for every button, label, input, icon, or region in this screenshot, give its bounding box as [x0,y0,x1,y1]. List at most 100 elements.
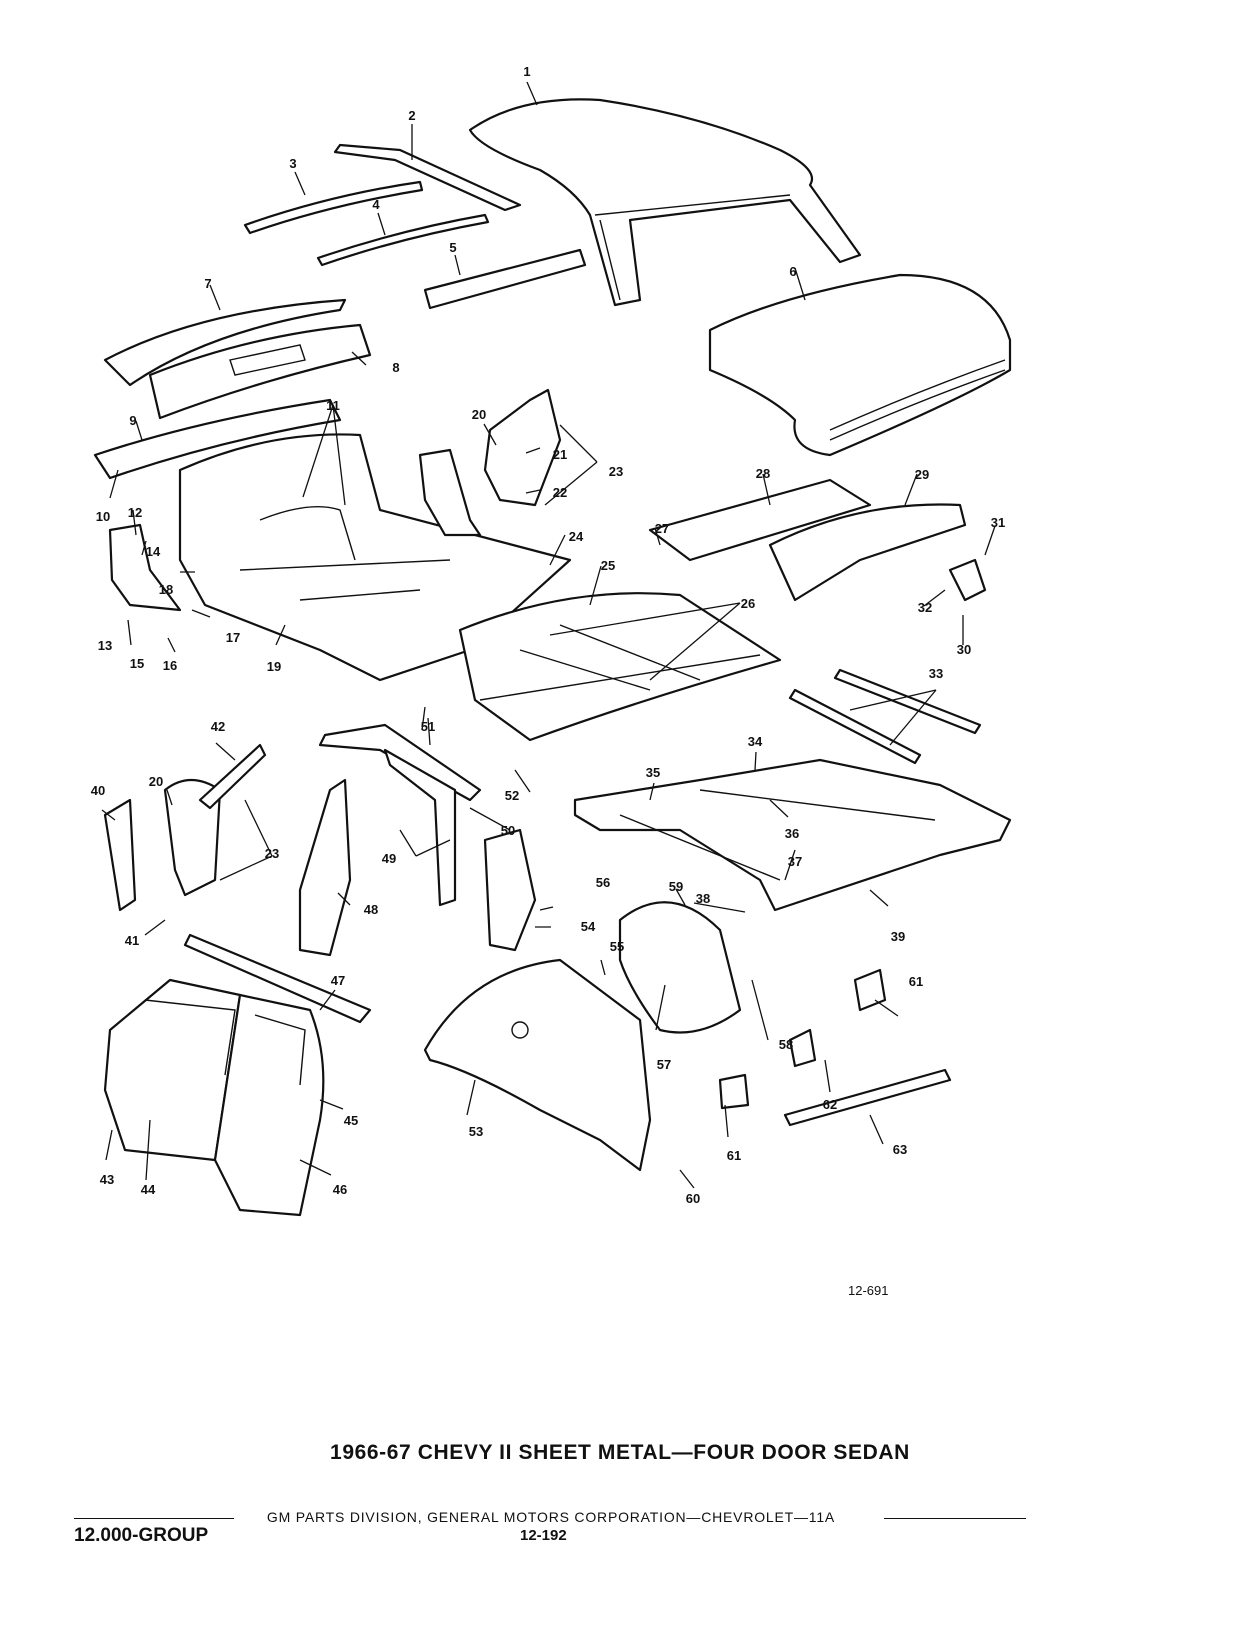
callout-22: 22 [553,485,567,500]
rear-door [213,993,325,1217]
figure-number: 12-691 [848,1283,889,1298]
leader-lines [101,81,996,1189]
callout-13: 13 [98,638,112,653]
callout-15: 15 [130,656,144,671]
callout-43: 43 [100,1172,114,1187]
callout-52: 52 [505,788,519,803]
roof-side-rail-42 [198,743,267,810]
callout-24: 24 [569,529,584,544]
sill-plate-63 [783,1068,952,1127]
callout-32: 32 [918,600,932,615]
roof-panel [468,98,862,307]
callout-7: 7 [204,276,211,291]
inner-wheelhouse [618,901,742,1034]
callout-20b: 20 [149,774,163,789]
callout-2: 2 [408,108,415,123]
callout-21: 21 [553,447,567,462]
callout-20a: 20 [472,407,486,422]
callout-14: 14 [146,544,161,559]
callout-47: 47 [331,973,345,988]
rocker-rail-inner [788,688,922,765]
quarter-inner-49 [383,748,457,907]
callout-30: 30 [957,642,971,657]
bracket-61b [718,1073,750,1110]
callout-18: 18 [159,582,173,597]
callout-19: 19 [267,659,281,674]
center-pillar-brace [418,448,482,537]
callout-38: 38 [696,891,710,906]
callout-39: 39 [891,929,905,944]
callout-numbers: 1 2 3 4 5 6 7 8 9 10 11 12 13 14 15 16 1… [91,64,1005,1206]
cowl-vent [93,398,342,480]
callout-57: 57 [657,1057,671,1072]
callout-48: 48 [364,902,378,917]
callout-12: 12 [128,505,142,520]
callout-53: 53 [469,1124,483,1139]
rear-floor-pan [458,592,782,742]
rear-shelf [648,478,872,562]
roof-rail-2 [333,143,522,212]
callout-16: 16 [163,658,177,673]
callout-3: 3 [289,156,296,171]
rear-frame [573,758,1012,912]
callout-6: 6 [789,264,796,279]
callout-37: 37 [788,854,802,869]
rear-quarter-panel [423,958,652,1172]
page-title: 1966-67 CHEVY II SHEET METAL—FOUR DOOR S… [330,1441,910,1464]
callout-58: 58 [779,1037,793,1052]
callout-44: 44 [141,1182,156,1197]
callout-29: 29 [915,467,929,482]
callout-11: 11 [326,398,340,413]
callout-36: 36 [785,826,799,841]
page-number: 12-192 [520,1527,567,1544]
callout-46: 46 [333,1182,347,1197]
callout-61b: 61 [727,1148,741,1163]
cowl-panel [103,298,347,387]
part-drawings [93,98,1012,1217]
callout-41: 41 [125,933,139,948]
callout-34: 34 [748,734,763,749]
deck-hinge [948,558,987,602]
rocker-sill-47 [183,933,372,1024]
callout-54: 54 [581,919,596,934]
callout-42: 42 [211,719,225,734]
deck-lid [708,273,1012,457]
footer-rule-left [74,1518,234,1519]
callout-5: 5 [449,240,456,255]
callout-10: 10 [96,509,110,524]
callout-9: 9 [129,413,136,428]
callout-50: 50 [501,823,515,838]
callout-26: 26 [741,596,755,611]
hinge-pillar [108,523,182,612]
callout-45: 45 [344,1113,358,1128]
callout-28: 28 [756,466,770,481]
footer-division: GM PARTS DIVISION, GENERAL MOTORS CORPOR… [266,1509,836,1525]
callout-23a: 23 [609,464,623,479]
roof-rail-3 [243,180,424,235]
group-number: 12.000-GROUP [74,1525,209,1546]
callout-17: 17 [226,630,240,645]
callout-1: 1 [523,64,530,79]
front-pillar-40 [103,798,137,912]
front-floor-pan [178,433,572,682]
callout-31: 31 [991,515,1005,530]
package-tray [768,503,967,602]
roof-bow-4 [316,213,490,267]
rocker-rail-outer [833,668,982,735]
lock-pillar-48 [298,778,352,957]
callout-61a: 61 [909,974,923,989]
callout-62: 62 [823,1097,837,1112]
callout-33: 33 [929,666,943,681]
callout-40: 40 [91,783,105,798]
callout-27: 27 [655,521,669,536]
center-pillar-20 [163,778,222,897]
callout-56: 56 [596,875,610,890]
callout-51: 51 [421,719,435,734]
callout-23b: 23 [265,846,279,861]
callout-35: 35 [646,765,660,780]
center-pillar-upper [483,388,562,507]
callout-63: 63 [893,1142,907,1157]
callout-25: 25 [601,558,615,573]
